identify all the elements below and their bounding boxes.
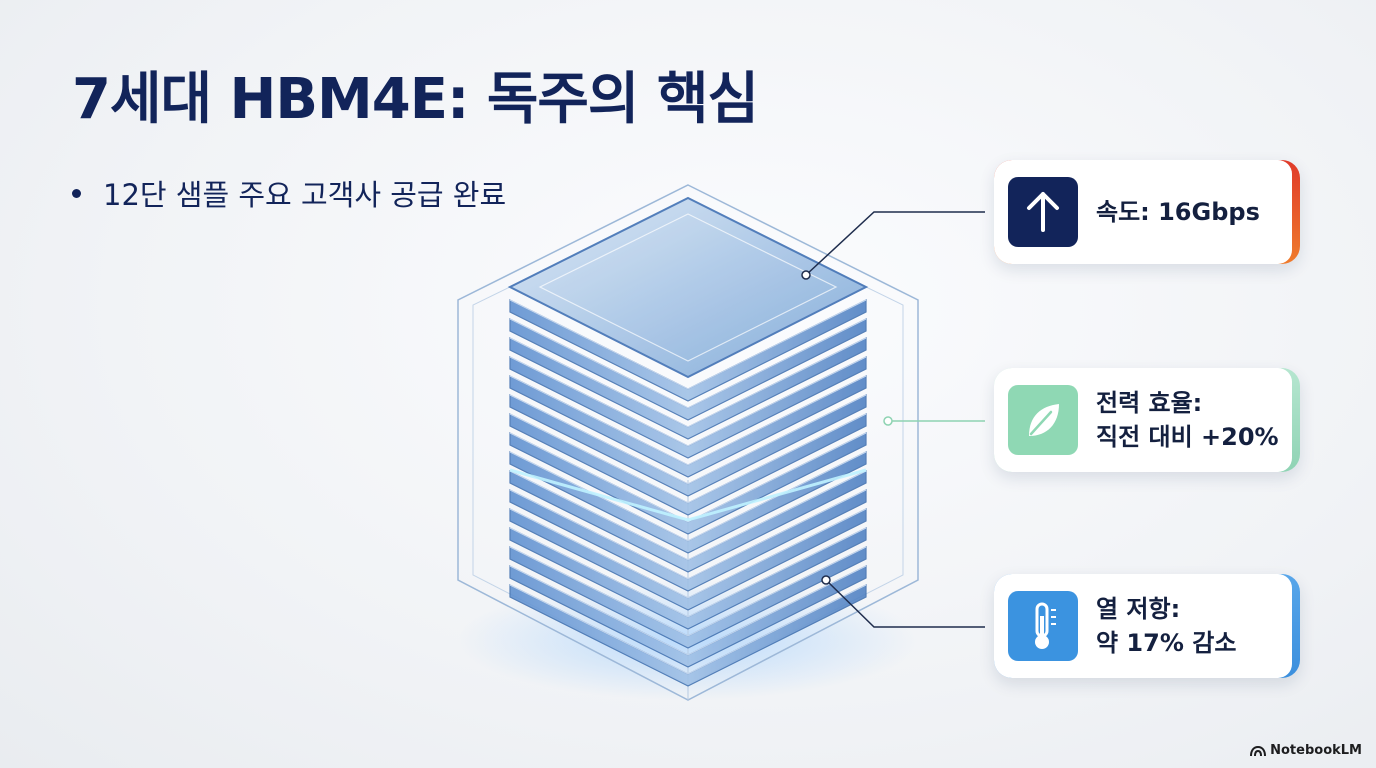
memory-layers: [509, 299, 867, 687]
memory-layer-edge: [509, 394, 867, 485]
memory-layer-edge: [509, 546, 867, 637]
power-efficiency-card: 전력 효율: 직전 대비 +20%: [994, 368, 1300, 472]
memory-layer-edge: [509, 356, 867, 447]
memory-layer-edge: [509, 432, 867, 523]
memory-layer-edge: [509, 299, 867, 390]
thermal-resistance-card: 열 저항: 약 17% 감소: [994, 574, 1300, 678]
memory-layer-edge: [509, 527, 867, 618]
thermal-value: 약 17% 감소: [1096, 629, 1237, 657]
speed-card-text: 속도: 16Gbps: [1096, 195, 1260, 229]
notebooklm-branding: NotebookLM: [1250, 743, 1362, 758]
speed-card: 속도: 16Gbps: [994, 160, 1300, 264]
slide-title: 7세대 HBM4E: 독주의 핵심: [72, 67, 759, 132]
memory-layer-edge: [509, 470, 867, 561]
connector-speed: [805, 211, 985, 276]
memory-layer-edge: [509, 489, 867, 580]
connector-thermal: [825, 579, 985, 628]
thermal-card-text: 열 저항: 약 17% 감소: [1096, 592, 1236, 660]
connector-thermal-dot: [821, 575, 831, 585]
stack-top-face: [507, 196, 869, 379]
speed-label: 속도: 16Gbps: [1096, 198, 1260, 226]
power-card-body: 전력 효율: 직전 대비 +20%: [994, 368, 1292, 472]
memory-layer-edge: [509, 375, 867, 466]
notebooklm-logo-icon: [1250, 745, 1267, 756]
power-label: 전력 효율:: [1096, 389, 1203, 417]
memory-layer-edge: [509, 318, 867, 409]
memory-layer-edge: [509, 584, 867, 675]
glow-seam: [509, 468, 867, 522]
connector-power-dot: [883, 416, 893, 426]
bullet-dot: [72, 188, 81, 198]
connector-speed-dot: [801, 270, 811, 280]
thermal-label: 열 저항:: [1096, 595, 1181, 623]
memory-layer-edge: [509, 413, 867, 504]
stack-top-face-inner: [538, 213, 838, 362]
memory-layer-edge: [509, 337, 867, 428]
memory-layer-edge: [509, 565, 867, 656]
thermal-card-body: 열 저항: 약 17% 감소: [994, 574, 1292, 678]
speed-card-body: 속도: 16Gbps: [994, 160, 1292, 264]
memory-layer-edge: [509, 451, 867, 542]
power-value: 직전 대비 +20%: [1096, 423, 1279, 451]
arrow-up-icon: [1008, 177, 1078, 247]
power-card-text: 전력 효율: 직전 대비 +20%: [1096, 386, 1279, 454]
leaf-icon: [1008, 385, 1078, 455]
memory-layer-edge: [509, 508, 867, 599]
bullet-item: 12단 샘플 주요 고객사 공급 완료: [72, 172, 506, 214]
bullet-text: 12단 샘플 주요 고객사 공급 완료: [103, 178, 507, 212]
brand-name: NotebookLM: [1270, 743, 1362, 758]
thermometer-icon: [1008, 591, 1078, 661]
